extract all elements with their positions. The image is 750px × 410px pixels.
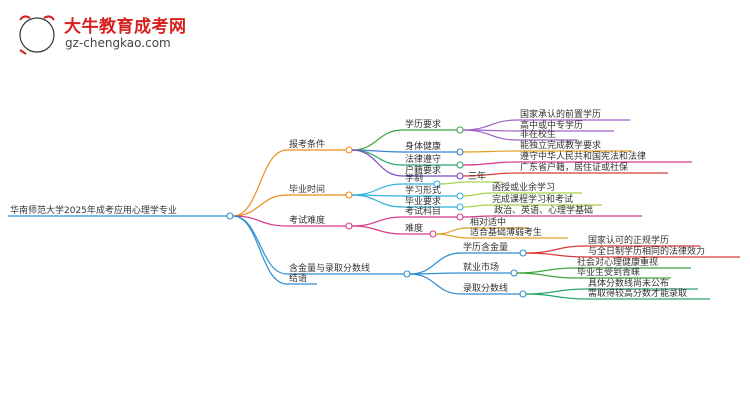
sub-node-3-2-label: 录取分数线	[463, 282, 508, 294]
leaf-node-1-1-0-label: 函授或业余学习	[492, 181, 555, 193]
branch-node-2-label: 考试难度	[289, 214, 325, 226]
leaf-connector-0-0-2	[462, 129, 519, 141]
sub-node-3-2-expand-knob[interactable]	[519, 290, 527, 298]
sub-node-0-2-label: 法律遵守	[405, 153, 441, 165]
sub-node-0-1-expand-knob[interactable]	[456, 148, 464, 156]
sub-node-2-0-label: 考试科目	[405, 205, 441, 217]
leaf-node-2-0-0-label: 政治、英语、心理学基础	[494, 204, 593, 216]
sub-connector-2-1	[351, 225, 404, 235]
sub-node-0-0-label: 学历要求	[405, 118, 441, 130]
branch-connector-1	[232, 194, 288, 217]
leaf-connector-2-1-1	[435, 233, 469, 239]
leaf-node-3-2-0-label: 具体分数线尚未公布	[588, 277, 669, 289]
sub-node-0-1-label: 身体健康	[405, 140, 441, 152]
leaf-connector-3-2-0	[525, 288, 587, 295]
leaf-connector-1-1-0	[462, 192, 491, 197]
branch-node-2-expand-knob[interactable]	[345, 222, 353, 230]
leaf-node-2-1-0-label: 相对适中	[470, 216, 506, 228]
leaf-connector-0-2-0	[462, 161, 519, 166]
leaf-connector-0-1-0	[462, 150, 519, 153]
leaf-connector-3-1-0	[516, 267, 576, 274]
branch-node-3-expand-knob[interactable]	[403, 270, 411, 278]
sub-node-0-3-label: 户籍要求	[405, 164, 441, 176]
branch-connector-2	[232, 215, 288, 227]
branch-connector-3	[232, 215, 288, 275]
leaf-connector-2-0-0	[462, 215, 493, 218]
leaf-node-3-1-1-label: 毕业生受到青睐	[577, 266, 640, 278]
sub-node-2-1-label: 难度	[405, 222, 423, 234]
logo-title: 大牛教育成考网	[64, 17, 187, 37]
sub-node-3-1-expand-knob[interactable]	[510, 269, 518, 277]
sub-connector-0-0	[351, 129, 404, 151]
bull-logo-icon	[19, 15, 55, 55]
sub-node-1-1-label: 学习形式	[405, 184, 441, 196]
sub-node-1-1-expand-knob[interactable]	[456, 192, 464, 200]
site-logo: 大牛教育成考网 gz-chengkao.com	[14, 10, 204, 56]
sub-connector-2-0	[351, 216, 404, 227]
sub-node-2-0-expand-knob[interactable]	[456, 213, 464, 221]
branch-node-4-label: 结语	[289, 272, 307, 284]
leaf-connector-0-3-0	[462, 172, 519, 177]
leaf-connector-3-1-1	[516, 272, 576, 279]
leaf-node-0-0-1-label: 高中或中专学历	[520, 119, 583, 131]
sub-node-3-0-expand-knob[interactable]	[519, 249, 527, 257]
leaf-connector-3-0-1	[525, 252, 587, 258]
sub-node-2-1-expand-knob[interactable]	[429, 230, 437, 238]
sub-node-3-1-label: 就业市场	[463, 261, 499, 273]
branch-node-3-label: 含金量与录取分数线	[289, 262, 370, 274]
leaf-node-1-0-0-label: 三年	[468, 170, 486, 182]
leaf-connector-2-1-0	[435, 227, 469, 235]
branch-node-1-label: 毕业时间	[289, 183, 325, 195]
logo-url: gz-chengkao.com	[65, 36, 171, 50]
sub-connector-0-3	[351, 149, 404, 177]
leaf-node-0-2-0-label: 遵守中华人民共和国宪法和法律	[520, 150, 646, 162]
branch-connector-4	[232, 215, 288, 285]
root-node-label: 华南师范大学2025年成考应用心理学专业	[10, 204, 177, 216]
branch-connector-0	[232, 149, 288, 217]
leaf-connector-3-0-0	[525, 245, 587, 254]
sub-node-0-0-expand-knob[interactable]	[456, 126, 464, 134]
branch-node-0-label: 报考条件	[289, 138, 325, 150]
leaf-connector-1-0-0	[439, 181, 467, 185]
sub-node-0-2-expand-knob[interactable]	[456, 161, 464, 169]
branch-node-0-expand-knob[interactable]	[345, 146, 353, 154]
leaf-node-0-0-0-label: 国家承认的前置学历	[520, 108, 601, 120]
leaf-node-3-0-0-label: 国家认可的正规学历	[588, 234, 669, 246]
leaf-node-3-0-1-label: 与全日制学历相同的法律效力	[588, 245, 705, 257]
leaf-node-2-1-1-label: 适合基础薄弱考生	[470, 226, 542, 238]
sub-node-1-2-label: 毕业要求	[405, 195, 441, 207]
sub-connector-1-2	[351, 194, 404, 208]
sub-node-1-2-expand-knob[interactable]	[456, 203, 464, 211]
sub-connector-1-0	[351, 183, 404, 196]
sub-connector-3-2	[409, 273, 462, 295]
sub-connector-3-0	[409, 252, 462, 275]
leaf-connector-3-2-1	[525, 293, 587, 300]
leaf-connector-0-0-0	[462, 119, 519, 131]
root-node-expand-knob[interactable]	[226, 212, 234, 220]
leaf-node-3-2-1-label: 需取得较高分数才能录取	[588, 287, 687, 299]
leaf-connector-1-2-0	[462, 204, 491, 208]
leaf-node-0-3-0-label: 广东省户籍，居住证或社保	[520, 161, 628, 173]
leaf-node-1-2-0-label: 完成课程学习和考试	[492, 193, 573, 205]
leaf-node-3-1-0-label: 社会对心理健康重视	[577, 256, 658, 268]
sub-node-0-3-expand-knob[interactable]	[456, 172, 464, 180]
sub-node-3-0-label: 学历含金量	[463, 241, 508, 253]
leaf-node-0-1-0-label: 能独立完成教学要求	[520, 139, 601, 151]
branch-node-1-expand-knob[interactable]	[345, 191, 353, 199]
sub-node-1-0-label: 学制	[405, 172, 423, 184]
leaf-node-0-0-2-label: 非在校生	[520, 128, 556, 140]
